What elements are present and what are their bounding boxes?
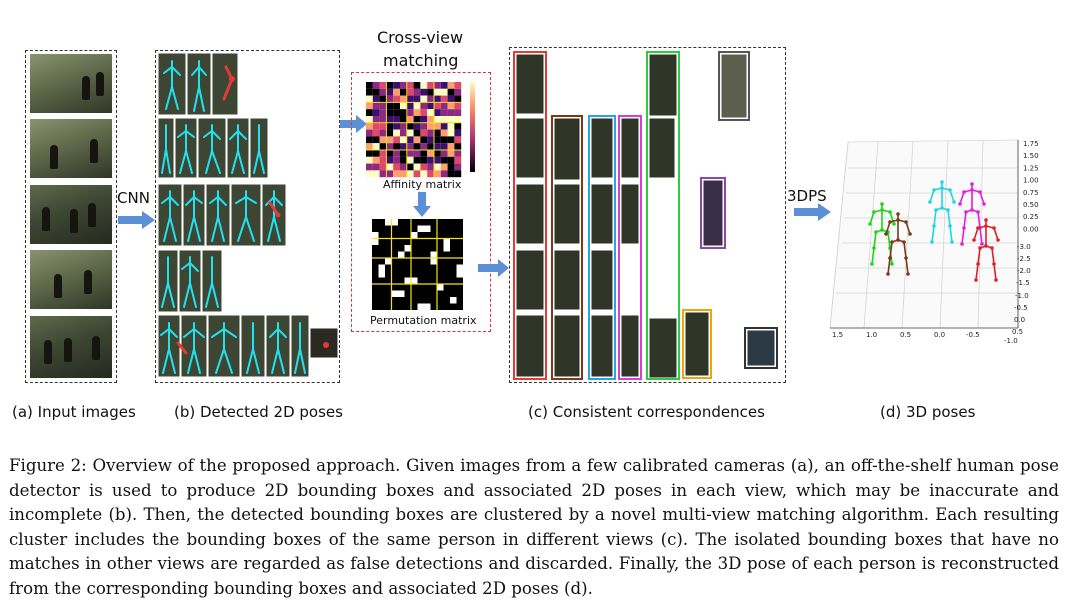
y-tick-label: 0.0 [1014,316,1025,324]
z-tick-label: 1.50 [1023,152,1039,160]
permutation-matrix-label: Permutation matrix [370,314,477,327]
cnn-label: CNN [117,189,150,207]
x-tick-label: -0.5 [966,331,980,339]
affinity-matrix [366,82,475,178]
input-images-panel [25,50,117,383]
correspondence-clusters [513,51,778,380]
input-image-3 [29,184,113,245]
skeleton-3 [958,182,986,246]
y-tick-label: -3.0 [1017,243,1031,251]
skeleton-2 [928,180,956,244]
y-tick-label: -2.5 [1017,255,1031,263]
x-tick-label: 1.5 [832,331,843,339]
input-image-4 [29,249,113,310]
detected-poses-panel [155,50,340,383]
y-tick-label: -1.0 [1015,292,1029,300]
threedps-label: 3DPS [787,187,827,205]
x-tick-label: 0.5 [900,331,911,339]
cross-view-title-line1: Cross-view [377,28,464,47]
cross-view-title-line2: matching [383,51,459,70]
x-tick-label: 1.0 [866,331,877,339]
skeleton-4 [972,218,1000,282]
cnn-arrow-icon [118,211,155,229]
permutation-matrix [372,219,463,310]
z-tick-label: 0.00 [1023,225,1039,233]
y-tick-label: -1.0 [1004,337,1018,345]
y-tick-label: 0.5 [1012,328,1023,336]
skeleton-1 [884,212,912,276]
y-tick-label: -2.0 [1017,267,1031,275]
caption-c: (c) Consistent correspondences [528,403,765,421]
detected-poses-grid [158,53,338,378]
to-matching-arrow-icon [340,115,367,133]
correspondences-panel [509,47,786,383]
input-image-1 [29,53,113,114]
z-tick-label: 1.00 [1023,177,1039,185]
y-tick-label: -0.5 [1014,304,1028,312]
input-image-5 [29,315,113,379]
z-tick-label: 1.75 [1023,140,1039,148]
threedps-arrow-icon [794,203,831,221]
z-tick-label: 0.25 [1023,213,1039,221]
caption-d: (d) 3D poses [880,403,976,421]
z-tick-label: 1.25 [1023,164,1039,172]
to-correspondences-arrow-icon [478,259,509,277]
caption-b: (b) Detected 2D poses [174,403,343,421]
pose-3d-plot: 1.75 1.50 1.25 1.00 0.75 0.50 0.25 0.00 -3.0 -2.5… [829,139,1039,345]
caption-a: (a) Input images [12,403,136,421]
affinity-matrix-label: Affinity matrix [383,178,462,191]
x-tick-label: 0.0 [934,331,945,339]
figure-caption: Figure 2: Overview of the proposed appro… [9,456,1059,598]
affinity-to-permutation-arrow-icon [413,192,431,217]
cross-view-matching-panel [351,72,491,332]
z-tick-label: 0.50 [1023,201,1039,209]
z-tick-label: 0.75 [1023,189,1039,197]
y-tick-label: -1.5 [1016,279,1030,287]
input-image-2 [29,118,113,179]
